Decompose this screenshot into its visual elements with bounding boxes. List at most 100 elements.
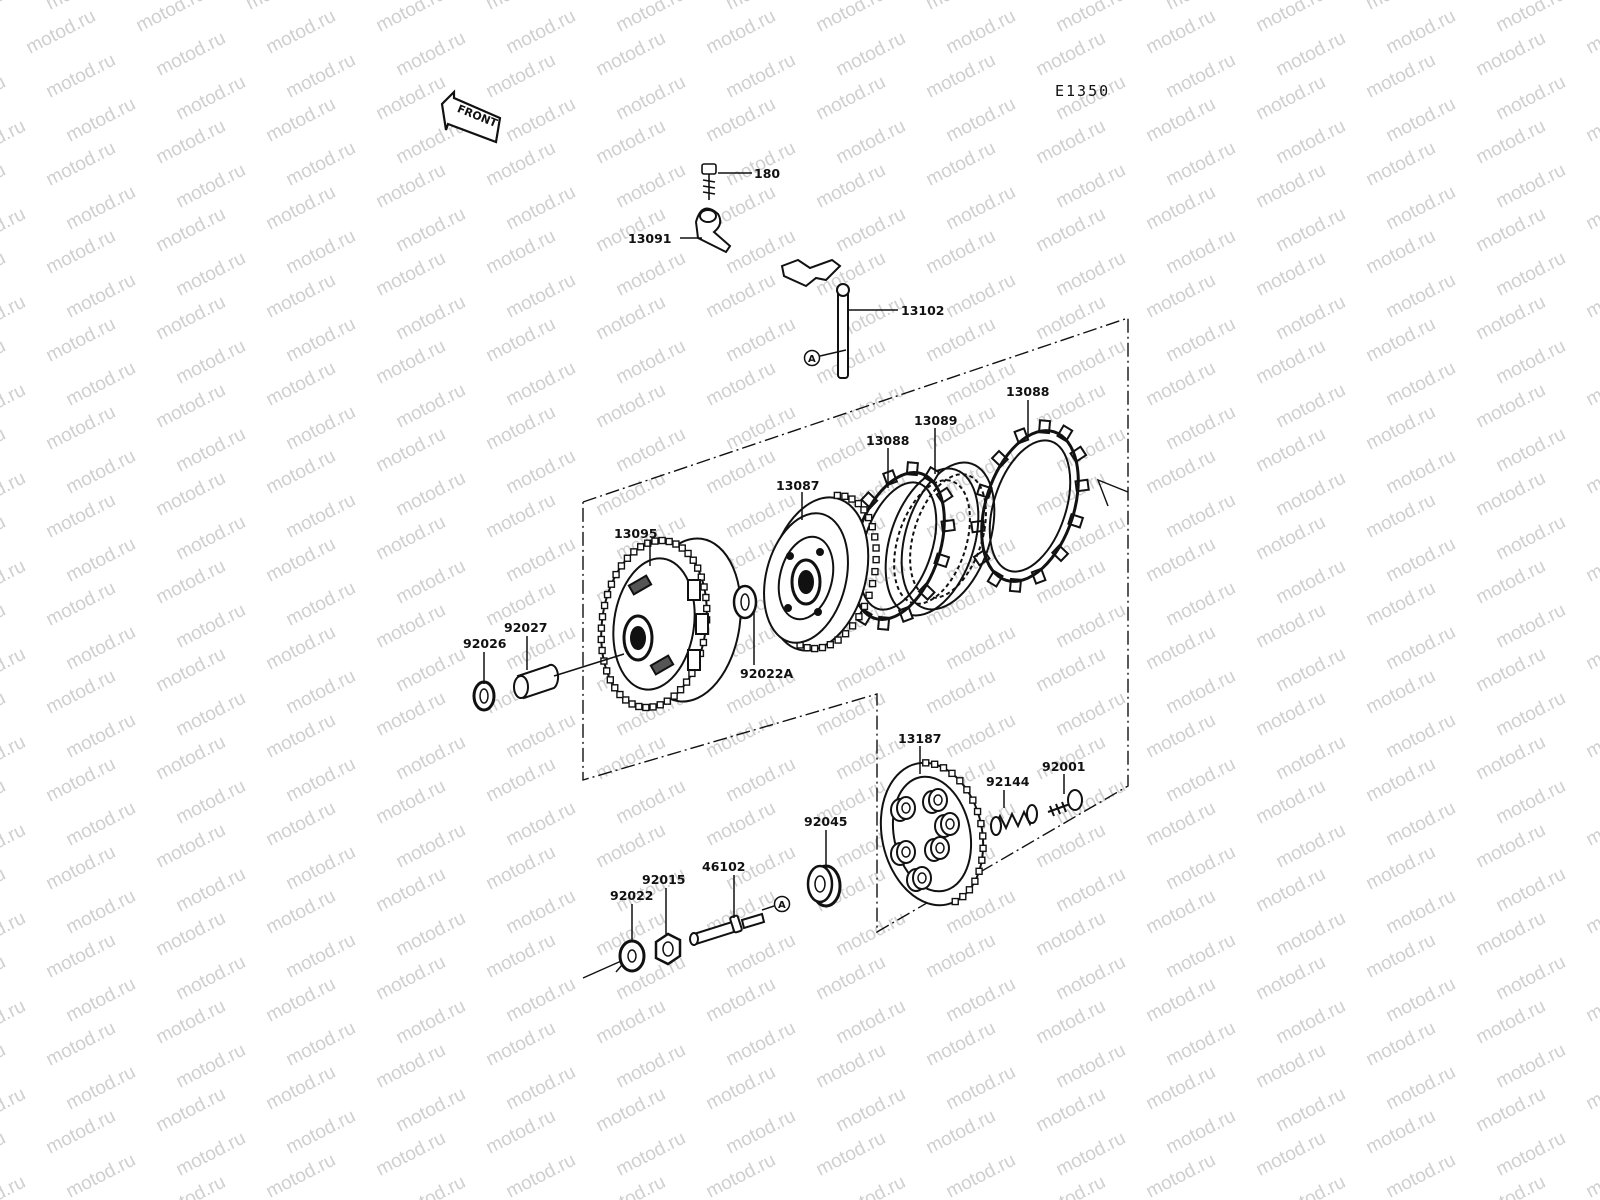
watermark-text: motod.ru — [153, 732, 229, 785]
watermark-text: motod.ru — [1053, 248, 1129, 301]
watermark-text: motod.ru — [613, 248, 689, 301]
watermark-text: motod.ru — [283, 50, 359, 103]
watermark-text: motod.ru — [703, 446, 779, 499]
watermark-text: motod.ru — [1163, 490, 1239, 543]
watermark-text: motod.ru — [0, 644, 29, 697]
collar-92027-icon — [513, 663, 560, 700]
watermark-text: motod.ru — [503, 1062, 579, 1115]
watermark-text: motod.ru — [0, 864, 9, 917]
watermark-text: motod.ru — [63, 1062, 139, 1115]
watermark-text: motod.ru — [613, 776, 689, 829]
watermark-text: motod.ru — [1383, 534, 1459, 587]
watermark-text: motod.ru — [1143, 1150, 1219, 1200]
plate-tab — [860, 491, 879, 510]
watermark-text: motod.ru — [503, 886, 579, 939]
watermark-text: motod.ru — [483, 490, 559, 543]
watermark-text: motod.ru — [483, 402, 559, 455]
bolt-180-icon — [701, 163, 717, 200]
watermark-text: motod.ru — [1583, 710, 1600, 763]
watermark-text: motod.ru — [923, 578, 999, 631]
washer-92022-icon — [618, 939, 646, 973]
watermark-text: motod.ru — [0, 292, 29, 345]
watermark-text: motod.ru — [593, 468, 669, 521]
watermark-text: motod.ru — [503, 710, 579, 763]
watermark-text: motod.ru — [1053, 1128, 1129, 1181]
watermark-text: motod.ru — [1143, 94, 1219, 147]
watermark-text: motod.ru — [1253, 864, 1329, 917]
watermark-text: motod.ru — [1033, 556, 1109, 609]
watermark-text: motod.ru — [1583, 886, 1600, 939]
watermark-text: motod.ru — [43, 1018, 119, 1071]
watermark-text: motod.ru — [1473, 292, 1549, 345]
watermark-text: motod.ru — [1383, 182, 1459, 235]
watermark-text: motod.ru — [1273, 204, 1349, 257]
watermark-text: motod.ru — [503, 534, 579, 587]
watermark-text: motod.ru — [0, 776, 9, 829]
clamp-13091-icon — [694, 207, 732, 254]
watermark-text: motod.ru — [613, 72, 689, 125]
watermark-text: motod.ru — [503, 446, 579, 499]
label-13091: 13091 — [628, 231, 672, 246]
watermark-text: motod.ru — [393, 468, 469, 521]
watermark-text: motod.ru — [0, 248, 9, 301]
outline-arrow-right — [1096, 478, 1129, 507]
label-92045: 92045 — [804, 814, 848, 829]
watermark-text: motod.ru — [1163, 842, 1239, 895]
watermark-text: motod.ru — [43, 402, 119, 455]
watermark-text: motod.ru — [1383, 622, 1459, 675]
watermark-text: motod.ru — [1493, 688, 1569, 741]
ref-marker-a-rod: A — [761, 895, 791, 913]
watermark-text: motod.ru — [1253, 776, 1329, 829]
label-13087: 13087 — [776, 478, 820, 493]
watermark-text: motod.ru — [263, 6, 339, 59]
watermark-text: motod.ru — [593, 996, 669, 1049]
nut-92015-icon — [654, 932, 682, 966]
watermark-text: motod.ru — [1253, 688, 1329, 741]
watermark-text: motod.ru — [1273, 116, 1349, 169]
watermark-text: motod.ru — [393, 1084, 469, 1137]
watermark-text: motod.ru — [283, 226, 359, 279]
watermark-text: motod.ru — [943, 622, 1019, 675]
svg-text:A: A — [778, 900, 786, 911]
watermark-text: motod.ru — [63, 886, 139, 939]
watermark-text: motod.ru — [0, 0, 9, 36]
label-13095: 13095 — [614, 526, 658, 541]
watermark-text: motod.ru — [263, 710, 339, 763]
watermark-text: motod.ru — [263, 974, 339, 1027]
clutch-housing-13095-icon — [597, 536, 742, 712]
watermark-text: motod.ru — [1273, 996, 1349, 1049]
watermark-text: motod.ru — [1253, 72, 1329, 125]
watermark-text: motod.ru — [503, 1150, 579, 1200]
watermark-text: motod.ru — [833, 908, 909, 961]
watermark-text: motod.ru — [593, 116, 669, 169]
watermark-text: motod.ru — [1383, 94, 1459, 147]
watermark-text: motod.ru — [1253, 336, 1329, 389]
watermark-text: motod.ru — [723, 50, 799, 103]
watermark-text: motod.ru — [1253, 248, 1329, 301]
watermark-text: motod.ru — [1493, 72, 1569, 125]
watermark-text: motod.ru — [483, 0, 559, 14]
watermark-text: motod.ru — [1053, 0, 1129, 36]
watermark-text: motod.ru — [63, 622, 139, 675]
watermark-text: motod.ru — [153, 820, 229, 873]
watermark-text: motod.ru — [373, 72, 449, 125]
watermark-text: motod.ru — [1143, 1062, 1219, 1115]
watermark-text: motod.ru — [1383, 1150, 1459, 1200]
watermark-text: motod.ru — [1143, 270, 1219, 323]
watermark-text: motod.ru — [263, 358, 339, 411]
watermark-text: motod.ru — [723, 1106, 799, 1159]
watermark-text: motod.ru — [703, 1150, 779, 1200]
watermark-text: motod.ru — [1363, 930, 1439, 983]
watermark-text: motod.ru — [1053, 952, 1129, 1005]
watermark-text: motod.ru — [283, 138, 359, 191]
watermark-text: motod.ru — [373, 248, 449, 301]
watermark-text: motod.ru — [703, 358, 779, 411]
watermark-text: motod.ru — [723, 754, 799, 807]
watermark-text: motod.ru — [43, 842, 119, 895]
watermark-text: motod.ru — [1363, 578, 1439, 631]
watermark-text: motod.ru — [613, 0, 689, 36]
watermark-text: motod.ru — [1143, 622, 1219, 675]
clutch-hub-13087-icon — [763, 491, 880, 653]
watermark-text: motod.ru — [723, 138, 799, 191]
watermark-text: motod.ru — [1383, 1062, 1459, 1115]
